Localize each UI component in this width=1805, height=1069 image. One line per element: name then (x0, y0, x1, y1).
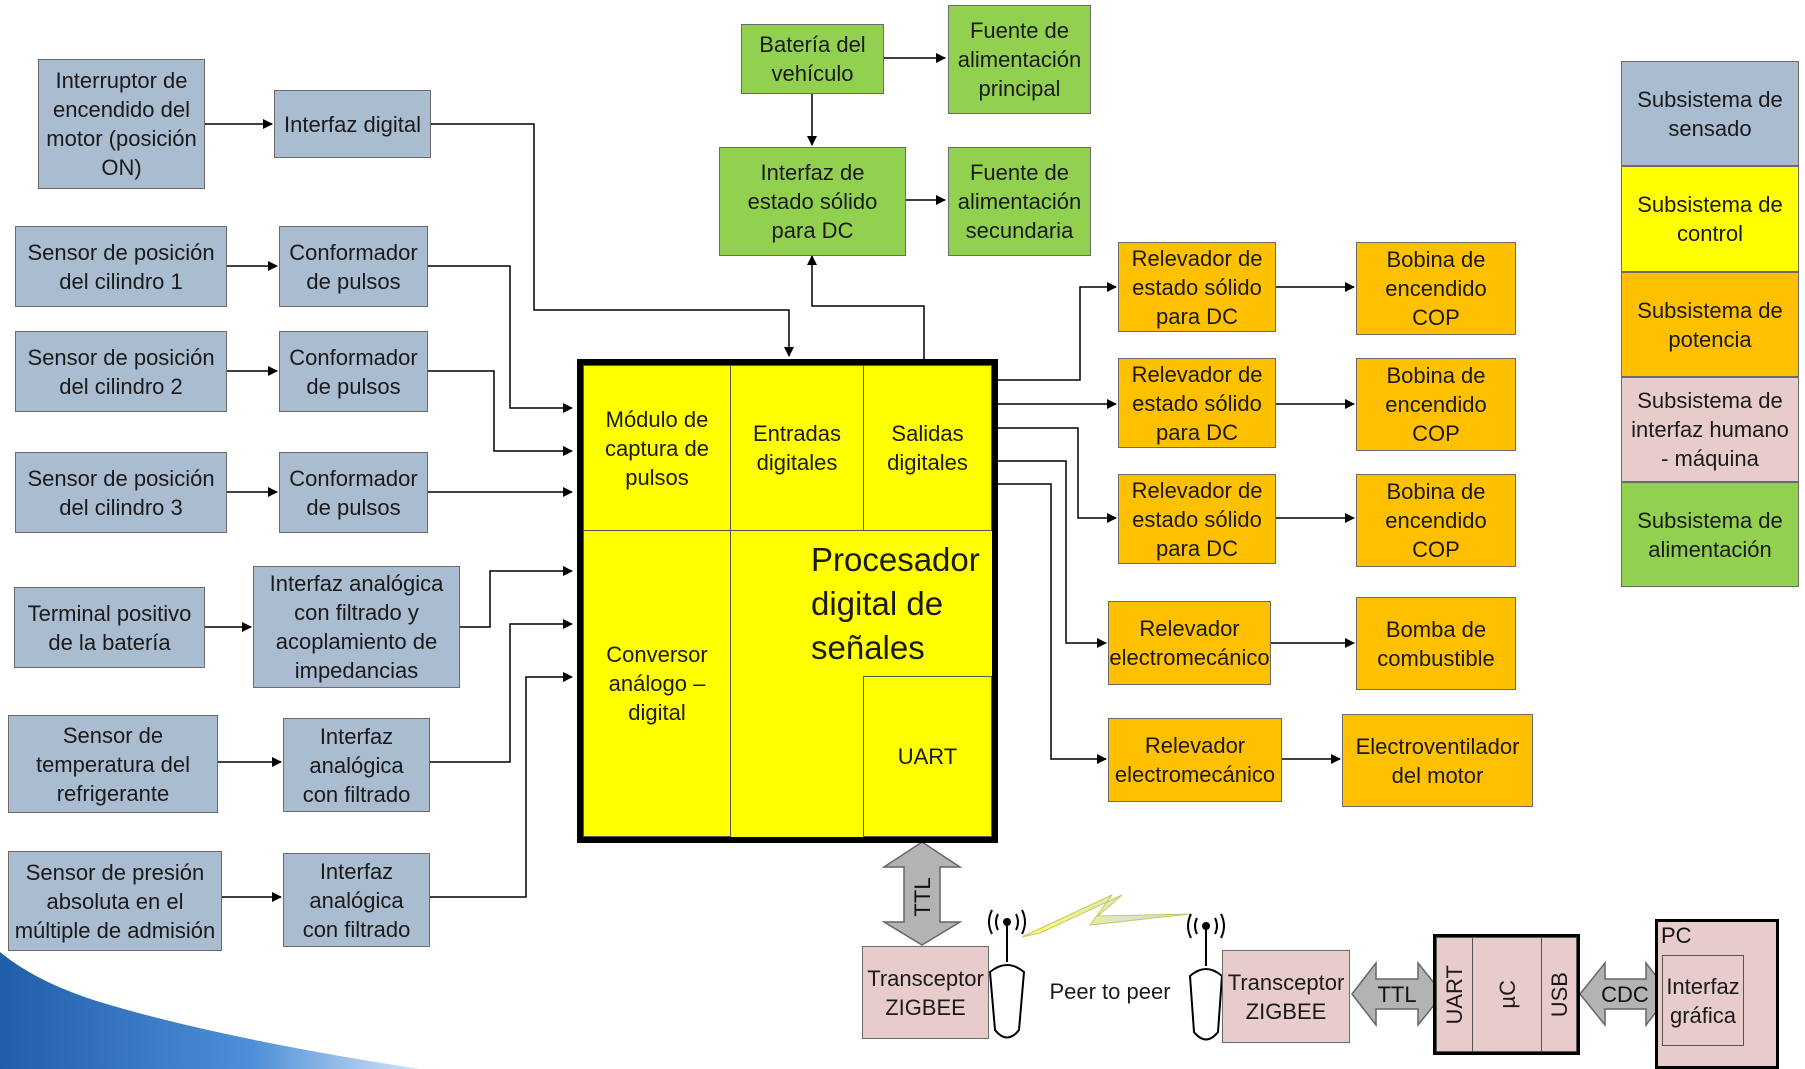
digital-inputs-module: Entradas digitales (730, 365, 864, 531)
line-out1 (998, 282, 1117, 381)
solid-state-interface-block: Interfaz de estado sólido para DC (719, 147, 906, 256)
cop-coil-3-block: Bobina de encendido COP (1356, 474, 1516, 567)
analog-filter-interface-1-block: Interfaz analógica con filtrado (283, 718, 430, 812)
fuel-pump-block: Bomba de combustible (1356, 597, 1516, 690)
zigbee-transceiver-1-block: Transceptor ZIGBEE (862, 946, 989, 1039)
battery-terminal-block: Terminal positivo de la batería (14, 587, 205, 668)
map-sensor-block: Sensor de presión absoluta en el múltipl… (8, 851, 222, 951)
vehicle-battery-block: Batería del vehículo (741, 24, 884, 94)
antenna-icon (1187, 913, 1225, 1041)
ssr-1-block: Relevador de estado sólido para DC (1118, 242, 1276, 332)
dsp-title: Procesador digital de señales (811, 541, 980, 666)
main-supply-block: Fuente de alimentación principal (948, 5, 1091, 114)
microcontroller-block: UART µC USB (1433, 934, 1580, 1055)
cylinder-1-sensor-block: Sensor de posición del cilindro 1 (15, 226, 227, 307)
legend-sensing: Subsistema de sensado (1621, 61, 1799, 166)
cop-coil-1-block: Bobina de encendido COP (1356, 242, 1516, 335)
zigbee-transceiver-2-block: Transceptor ZIGBEE (1222, 950, 1350, 1043)
mcu-core: µC (1472, 937, 1542, 1052)
cylinder-2-sensor-block: Sensor de posición del cilindro 2 (15, 331, 227, 412)
ssr-3-block: Relevador de estado sólido para DC (1118, 474, 1276, 564)
line-analog2 (430, 619, 573, 763)
digital-interface-block: Interfaz digital (274, 90, 431, 158)
line-analog1 (460, 566, 573, 628)
pc-block: PC Interfaz gráfica (1655, 919, 1779, 1069)
ignition-switch-block: Interruptor de encendido del motor (posi… (38, 59, 205, 189)
mcu-uart: UART (1436, 937, 1473, 1052)
secondary-supply-block: Fuente de alimentación secundaria (948, 147, 1091, 256)
cop-coil-2-block: Bobina de encendido COP (1356, 358, 1516, 451)
pulse-shaper-3-block: Conformador de pulsos (279, 452, 428, 533)
legend-power-supply: Subsistema de alimentación (1621, 482, 1799, 587)
cdc-horizontal-label: CDC (1601, 982, 1649, 1007)
mcu-usb: USB (1541, 937, 1577, 1052)
ssr-2-block: Relevador de estado sólido para DC (1118, 358, 1276, 448)
line-out3 (998, 427, 1117, 523)
line-digital-to-inputs (431, 123, 794, 357)
em-relay-1-block: Relevador electromecánico (1108, 601, 1271, 685)
line-out4 (998, 460, 1107, 648)
pulse-shaper-2-block: Conformador de pulsos (279, 331, 428, 412)
pulse-shaper-1-block: Conformador de pulsos (279, 226, 428, 307)
pc-label: PC (1661, 923, 1692, 948)
engine-fan-block: Electroventilador del motor (1342, 714, 1533, 807)
line-out5 (998, 483, 1107, 764)
analog-coupling-interface-block: Interfaz analógica con filtrado y acopla… (253, 566, 460, 688)
legend-hmi: Subsistema de interfaz humano - máquina (1621, 377, 1799, 482)
legend-control: Subsistema de control (1621, 166, 1799, 272)
gui-block: Interfaz gráfica (1662, 955, 1744, 1046)
uart-module: UART (863, 676, 992, 837)
line-analog3 (430, 672, 573, 898)
digital-outputs-module: Salidas digitales (863, 365, 992, 531)
analog-filter-interface-2-block: Interfaz analógica con filtrado (283, 853, 430, 947)
line-dsp-to-interface (807, 255, 925, 360)
ttl-vertical-label: TTL (910, 877, 935, 916)
cylinder-3-sensor-block: Sensor de posición del cilindro 3 (15, 452, 227, 533)
adc-module: Conversor análogo – digital (583, 530, 731, 837)
ttl-vertical-arrow (881, 841, 963, 946)
peer-to-peer-label: Peer to peer (1049, 979, 1171, 1004)
em-relay-2-block: Relevador electromecánico (1108, 718, 1282, 802)
antenna-icon (988, 909, 1026, 1039)
lightning-bolt-icon (1021, 894, 1191, 938)
dsp-processor-block: Módulo de captura de pulsos Entradas dig… (577, 359, 998, 843)
legend-power: Subsistema de potencia (1621, 272, 1799, 377)
line-shaper1 (428, 265, 573, 413)
legend: Subsistema de sensado Subsistema de cont… (1621, 61, 1799, 587)
ttl-horizontal-label: TTL (1377, 982, 1416, 1007)
corner-decoration (0, 952, 420, 1069)
pulse-capture-module: Módulo de captura de pulsos (583, 365, 731, 531)
coolant-sensor-block: Sensor de temperatura del refrigerante (8, 715, 218, 813)
line-shaper2 (428, 370, 573, 456)
